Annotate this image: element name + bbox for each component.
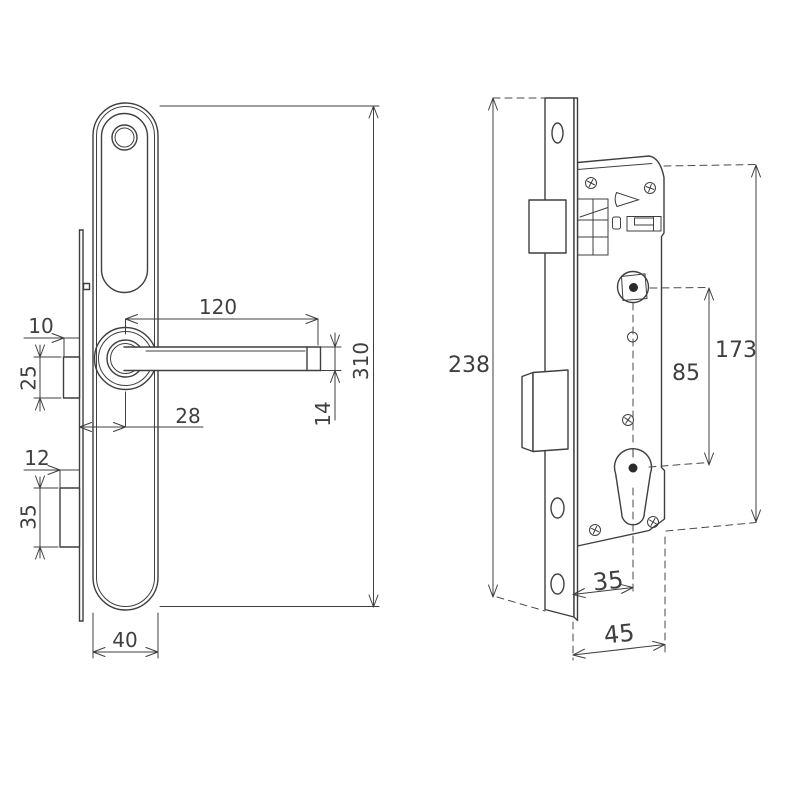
dim-173-label: 173 [715, 338, 757, 363]
dim-body-height: 173 [715, 164, 761, 523]
dim-238-label: 238 [448, 353, 490, 378]
dim-backset: 35 [572, 566, 634, 599]
dim-lever-thickness: 14 [311, 332, 342, 427]
detent-lever [614, 191, 641, 208]
dim-28-label: 28 [175, 404, 200, 428]
slider-block [626, 216, 662, 232]
dim-120-label: 120 [199, 295, 237, 319]
dim-handle-center: 28 [79, 391, 204, 432]
spindle-center-dot [629, 283, 638, 292]
dim-310-label: 310 [349, 342, 373, 380]
dim-boss2-height: 35 [17, 475, 59, 560]
dim-35-right-label: 35 [592, 566, 625, 597]
screw-icon [647, 516, 659, 528]
dim-boss2-offset: 12 [23, 446, 80, 488]
dim-lever-length: 120 [125, 295, 319, 346]
edge-lug [82, 282, 91, 291]
faceplate-screw-slot [550, 573, 565, 595]
handle-lever [123, 346, 322, 372]
cylinder-hole-inner [114, 127, 135, 148]
handle-plate-view: 120 10 25 28 [17, 102, 380, 659]
plate-recess [100, 112, 149, 294]
dim-boss1-height: 25 [17, 344, 62, 412]
dim-body-depth: 45 [572, 619, 666, 659]
spring-line [579, 207, 609, 218]
centerlines [492, 97, 757, 661]
dim-10-label: 10 [28, 314, 53, 338]
dim-spindle-to-cylinder: 85 [672, 287, 714, 466]
dim-12-label: 12 [24, 446, 49, 470]
screws [585, 177, 659, 536]
dim-plate-width: 40 [92, 612, 159, 659]
dim-35-left-label: 35 [17, 504, 41, 529]
dim-40-label: 40 [112, 628, 137, 652]
screw-icon [589, 524, 601, 536]
cylinder-center-dot [628, 463, 638, 473]
dim-14-label: 14 [311, 401, 335, 426]
mortise-lock-view: 238 173 85 35 45 [448, 97, 761, 661]
faceplate [544, 97, 579, 622]
lower-boss [59, 487, 81, 548]
screw-icon [644, 182, 656, 194]
stop-pin [612, 216, 621, 230]
euro-cylinder-hole [613, 448, 653, 526]
upper-boss [62, 356, 81, 399]
latch-mechanism [577, 191, 662, 256]
dim-plate-height: 310 [159, 105, 380, 608]
screw-icon [622, 414, 634, 426]
cylinder-hole-icon [111, 124, 138, 151]
dim-85-label: 85 [672, 361, 700, 386]
dim-faceplate-height: 238 [448, 97, 498, 598]
spindle-hub [616, 270, 650, 304]
latch-bolt [528, 199, 567, 254]
dim-45-label: 45 [603, 619, 636, 650]
faceplate-screw-slot [550, 497, 565, 519]
faceplate-screw-slot [551, 122, 564, 144]
screw-icon [585, 177, 597, 189]
lock-body [576, 155, 666, 547]
dim-25-label: 25 [17, 365, 41, 390]
deadbolt [521, 369, 569, 453]
dim-boss1-offset: 10 [23, 314, 80, 357]
